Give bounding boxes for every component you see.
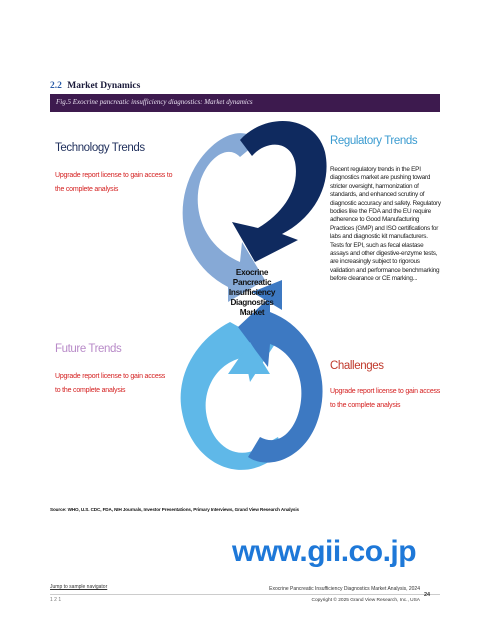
section-number: 2.2: [50, 81, 62, 91]
challenges-heading: Challenges: [330, 360, 384, 372]
arrow-up-head: [228, 342, 270, 374]
source-note: Source: WHO, U.S. CDC, FDA, NIH Journals…: [50, 507, 299, 512]
watermark: www.gii.co.jp: [232, 535, 417, 568]
regulatory-trends-heading: Regulatory Trends: [330, 135, 418, 147]
center-line: Insufficiency: [228, 288, 276, 297]
arrow-technology: [182, 133, 265, 302]
center-line: Market: [239, 308, 265, 317]
upgrade-line: to the complete analysis: [330, 402, 401, 409]
figure-caption-bar: Fig.5 Exocrine pancreatic insufficiency …: [50, 94, 440, 112]
center-line: Pancreatic: [232, 278, 272, 287]
upgrade-line: Upgrade report license to gain access to: [55, 172, 173, 179]
upgrade-line: the complete analysis: [55, 186, 119, 193]
footer-report-title: Exocrine Pancreatic Insufficiency Diagno…: [269, 586, 420, 592]
footer-divider: [50, 594, 440, 595]
footer-copyright: Copyright © 2025 Grand View Research, In…: [311, 598, 421, 603]
section-title: 2.2 Market Dynamics: [50, 81, 140, 91]
upgrade-line: Upgrade report license to gain access: [55, 373, 166, 380]
upgrade-line: Upgrade report license to gain access: [330, 388, 441, 395]
market-dynamics-diagram: [180, 120, 327, 470]
future-upgrade-notice[interactable]: Upgrade report license to gain access to…: [55, 370, 185, 398]
center-line: Diagnostics: [230, 298, 274, 307]
figure-caption: Fig.5 Exocrine pancreatic insufficiency …: [56, 98, 253, 106]
page-number: 24: [424, 592, 431, 598]
technology-upgrade-notice[interactable]: Upgrade report license to gain access to…: [55, 169, 185, 197]
arrow-regulatory: [232, 120, 327, 262]
arrow-challenges: [238, 297, 323, 463]
upgrade-line: to the complete analysis: [55, 387, 126, 394]
arrow-left-head: [252, 280, 282, 310]
sample-navigator-link[interactable]: Jump to sample navigator: [50, 584, 108, 590]
technology-trends-heading: Technology Trends: [55, 142, 145, 154]
future-trends-heading: Future Trends: [55, 343, 122, 355]
regulatory-trends-text: Recent regulatory trends in the EPI diag…: [330, 166, 441, 283]
section-title-text: Market Dynamics: [67, 81, 141, 91]
center-label: Exocrine Pancreatic Insufficiency Diagno…: [222, 268, 282, 318]
footer-left-page: 1 2 1: [50, 597, 62, 603]
center-line: Exocrine: [235, 268, 269, 277]
challenges-upgrade-notice[interactable]: Upgrade report license to gain access to…: [330, 385, 460, 413]
